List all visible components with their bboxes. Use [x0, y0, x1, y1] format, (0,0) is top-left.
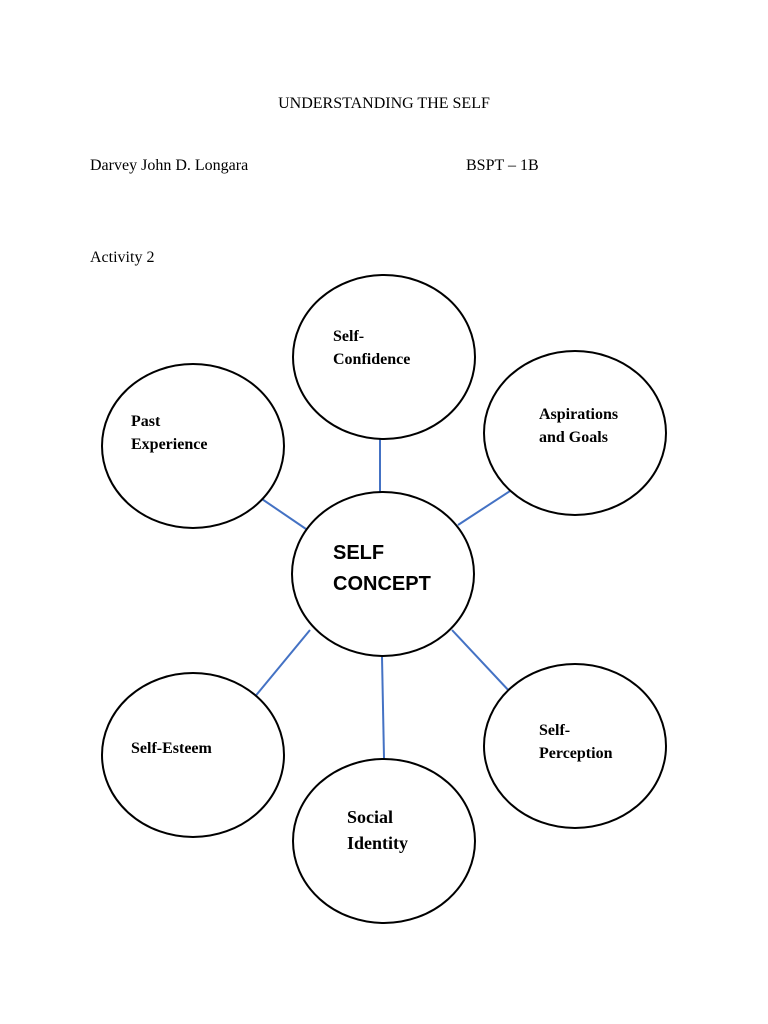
node-label-line: Past [131, 413, 161, 430]
node-label-line: Self- [333, 328, 364, 345]
node-label-line: Self-Esteem [131, 740, 213, 757]
author-name: Darvey John D. Longara [90, 157, 249, 174]
node-label-line: Confidence [333, 351, 410, 368]
node-label-line: Identity [347, 833, 408, 853]
node-circle [483, 663, 667, 829]
connector-self-perception [451, 629, 512, 694]
node-self-perception: Self- Perception [483, 663, 667, 829]
node-circle [292, 758, 476, 924]
node-label-line: Self- [539, 722, 570, 739]
center-circle [291, 491, 475, 657]
node-self-esteem: Self-Esteem [101, 672, 285, 838]
connector-self-esteem [252, 629, 311, 700]
connector-aspirations-and-goals [457, 490, 511, 526]
center-label-line: SELF [333, 542, 384, 564]
node-label-line: Experience [131, 436, 207, 453]
node-circle [483, 350, 667, 516]
node-circle [292, 274, 476, 440]
node-label-line: Perception [539, 745, 613, 762]
node-aspirations-and-goals: Aspirations and Goals [483, 350, 667, 516]
node-circle [101, 672, 285, 838]
node-past-experience: Past Experience [101, 363, 285, 529]
node-label-line: Aspirations [539, 406, 618, 423]
node-self-confidence: Self- Confidence [292, 274, 476, 440]
activity-label: Activity 2 [90, 249, 155, 266]
node-label-line: and Goals [539, 429, 608, 446]
connector-social-identity [381, 656, 385, 759]
course-section: BSPT – 1B [466, 157, 539, 174]
connector-past-experience [258, 496, 307, 530]
node-social-identity: Social Identity [292, 758, 476, 924]
center-label-line: CONCEPT [333, 573, 431, 595]
center-node-self-concept: SELF CONCEPT [291, 491, 475, 657]
document-title: UNDERSTANDING THE SELF [278, 95, 490, 112]
node-label-line: Social [347, 807, 393, 827]
node-circle [101, 363, 285, 529]
